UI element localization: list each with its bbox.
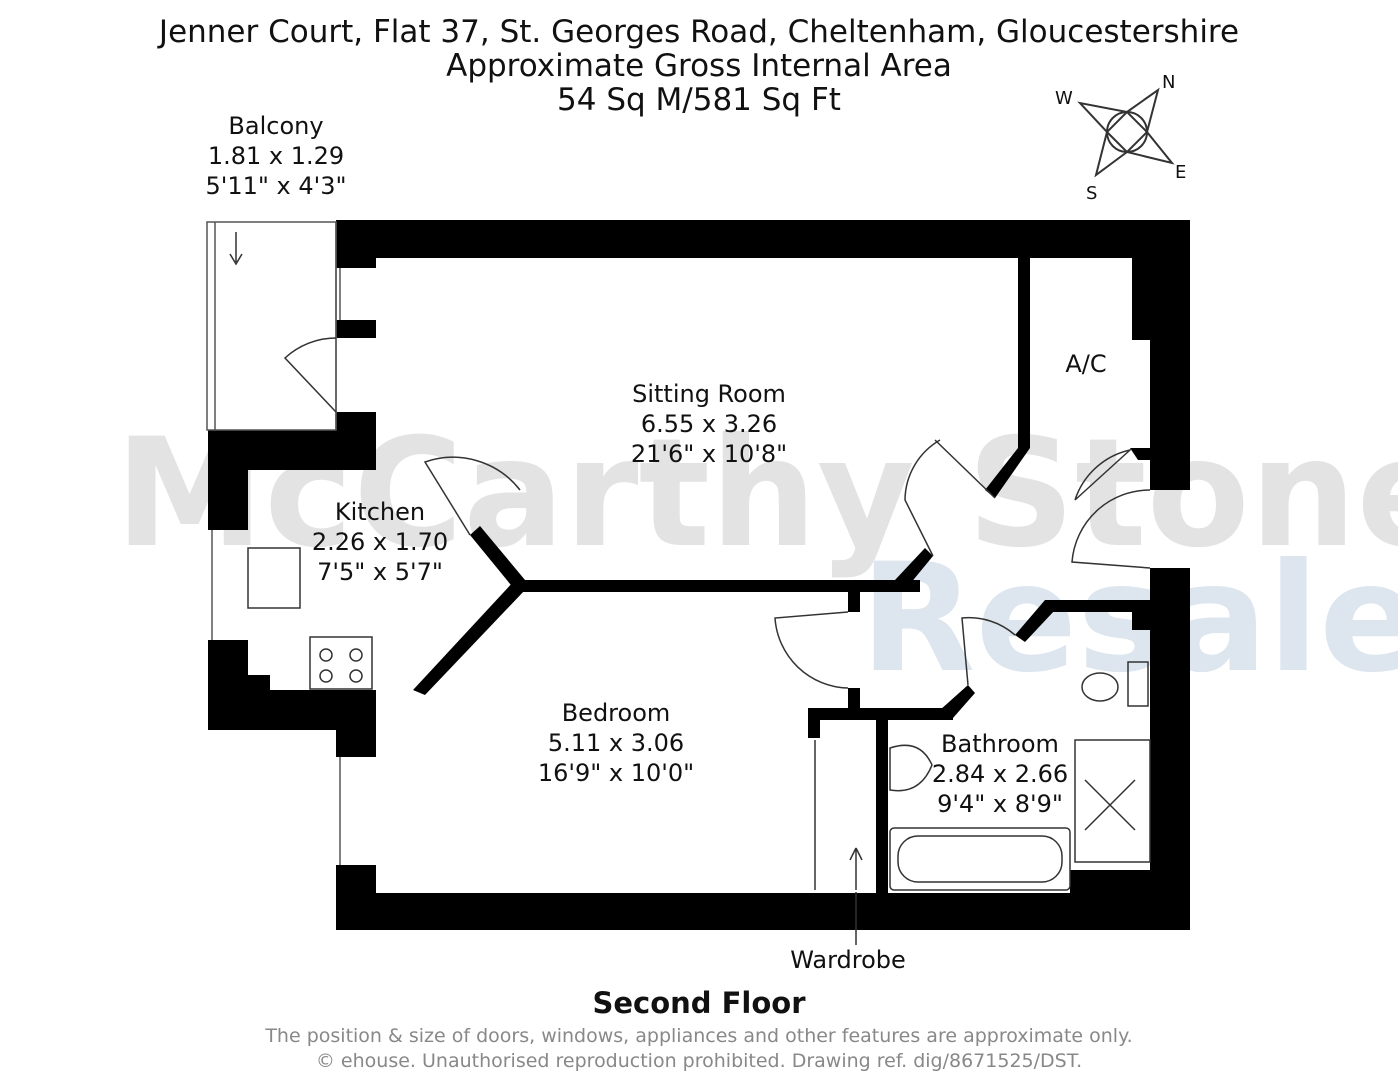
toilet-icon	[1081, 672, 1119, 702]
fixtures	[229, 232, 1151, 945]
floor-label: Second Floor	[592, 986, 806, 1020]
room-balcony: Balcony 1.81 x 1.29 5'11" x 4'3"	[205, 112, 346, 200]
room-name: Kitchen	[335, 498, 425, 526]
watermark-resales: Resales	[860, 532, 1398, 706]
room-name: Balcony	[228, 112, 323, 140]
room-metric: 1.81 x 1.29	[208, 142, 344, 170]
room-sitting-room: Sitting Room 6.55 x 3.26 21'6" x 10'8"	[631, 380, 787, 468]
basin-icon	[889, 744, 933, 792]
room-imperial: 5'11" x 4'3"	[205, 172, 346, 200]
room-imperial: 7'5" x 5'7"	[317, 558, 443, 586]
room-metric: 2.26 x 1.70	[312, 528, 448, 556]
shower-icon	[1074, 739, 1151, 863]
room-imperial: 9'4" x 8'9"	[937, 790, 1063, 818]
kitchen-sink-icon	[247, 547, 301, 609]
hob-icon	[309, 636, 373, 690]
area-value: 54 Sq M/581 Sq Ft	[557, 82, 841, 118]
address-title: Jenner Court, Flat 37, St. Georges Road,…	[157, 14, 1239, 50]
compass-n: N	[1162, 72, 1175, 93]
compass-w: W	[1055, 88, 1073, 109]
area-label: Approximate Gross Internal Area	[446, 48, 952, 84]
room-imperial: 21'6" x 10'8"	[631, 440, 787, 468]
room-imperial: 16'9" x 10'0"	[538, 759, 694, 787]
doors	[283, 337, 1151, 890]
room-name: Bedroom	[562, 699, 671, 727]
room-bathroom: Bathroom 2.84 x 2.66 9'4" x 8'9"	[932, 730, 1068, 818]
room-bedroom: Bedroom 5.11 x 3.06 16'9" x 10'0"	[538, 699, 694, 787]
footer-copyright: © ehouse. Unauthorised reproduction proh…	[316, 1050, 1082, 1072]
room-ac: A/C	[1065, 350, 1106, 378]
footer-disclaimer: The position & size of doors, windows, a…	[264, 1025, 1132, 1047]
room-metric: 6.55 x 3.26	[641, 410, 777, 438]
windows	[206, 221, 341, 865]
walls	[208, 220, 1190, 930]
bath-icon	[889, 827, 1071, 891]
room-name: Bathroom	[941, 730, 1059, 758]
compass-e: E	[1175, 162, 1186, 183]
room-metric: 2.84 x 2.66	[932, 760, 1068, 788]
compass-s: S	[1086, 183, 1097, 204]
room-name: Sitting Room	[632, 380, 786, 408]
room-metric: 5.11 x 3.06	[548, 729, 684, 757]
wardrobe-label: Wardrobe	[790, 946, 906, 974]
compass-icon	[1077, 87, 1175, 178]
room-kitchen: Kitchen 2.26 x 1.70 7'5" x 5'7"	[312, 498, 448, 586]
